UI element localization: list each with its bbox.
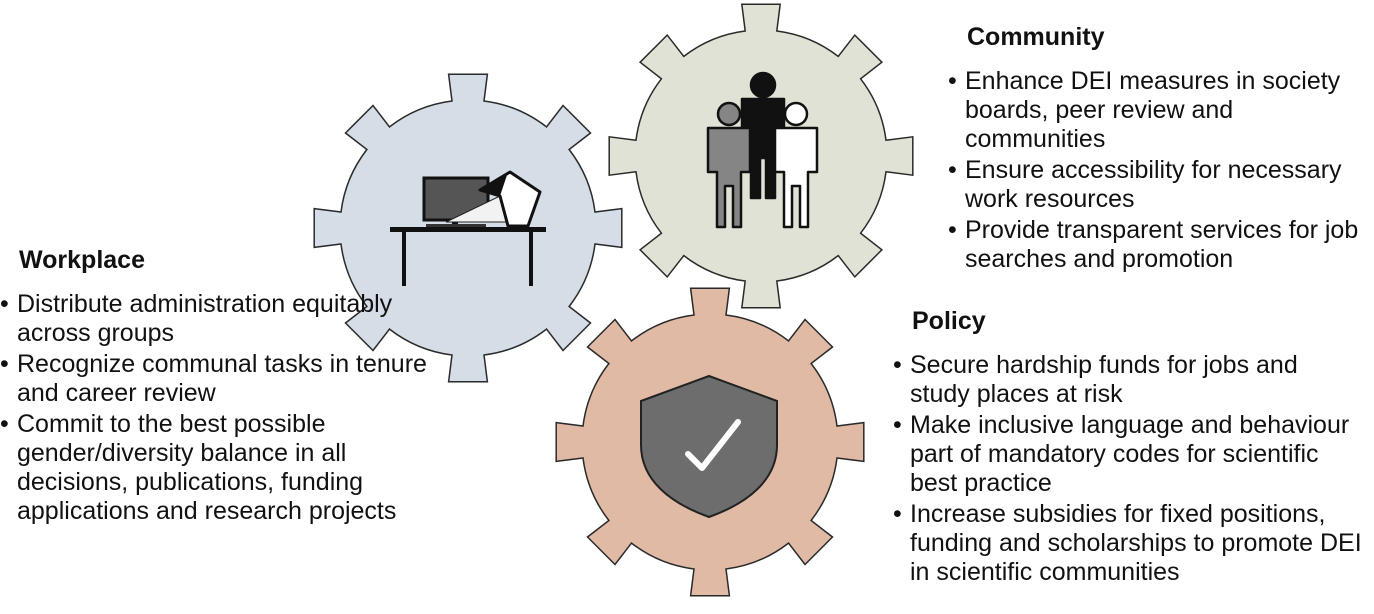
workplace-title: Workplace — [19, 246, 145, 274]
community-list: Enhance DEI measures in society boards, … — [948, 67, 1374, 274]
workplace-item-2: Recognize communal tasks in tenure and c… — [0, 350, 440, 408]
community-panel: Community Enhance DEI measures in societ… — [948, 22, 1374, 276]
community-item-3: Provide transparent services for job sea… — [948, 216, 1374, 274]
workplace-item-1: Distribute administration equitably acro… — [0, 290, 440, 348]
people-group-icon — [706, 71, 819, 229]
policy-panel: Policy Secure hardship funds for jobs an… — [893, 306, 1363, 589]
workplace-list: Distribute administration equitably acro… — [0, 290, 440, 526]
policy-item-3: Increase subsidies for fixed positions, … — [893, 500, 1363, 587]
community-title: Community — [967, 23, 1105, 51]
policy-list: Secure hardship funds for jobs and study… — [893, 351, 1363, 587]
workplace-item-3: Commit to the best possible gender/diver… — [0, 410, 440, 526]
policy-item-2: Make inclusive language and behaviour pa… — [893, 411, 1363, 498]
workplace-panel: Workplace Distribute administration equi… — [0, 245, 440, 528]
community-item-2: Ensure accessibility for necessary work … — [948, 156, 1374, 214]
shield-check-icon — [640, 374, 778, 519]
policy-title: Policy — [912, 307, 986, 335]
community-item-1: Enhance DEI measures in society boards, … — [948, 67, 1374, 154]
desk-computer-icon — [390, 170, 546, 286]
policy-item-1: Secure hardship funds for jobs and study… — [893, 351, 1363, 409]
